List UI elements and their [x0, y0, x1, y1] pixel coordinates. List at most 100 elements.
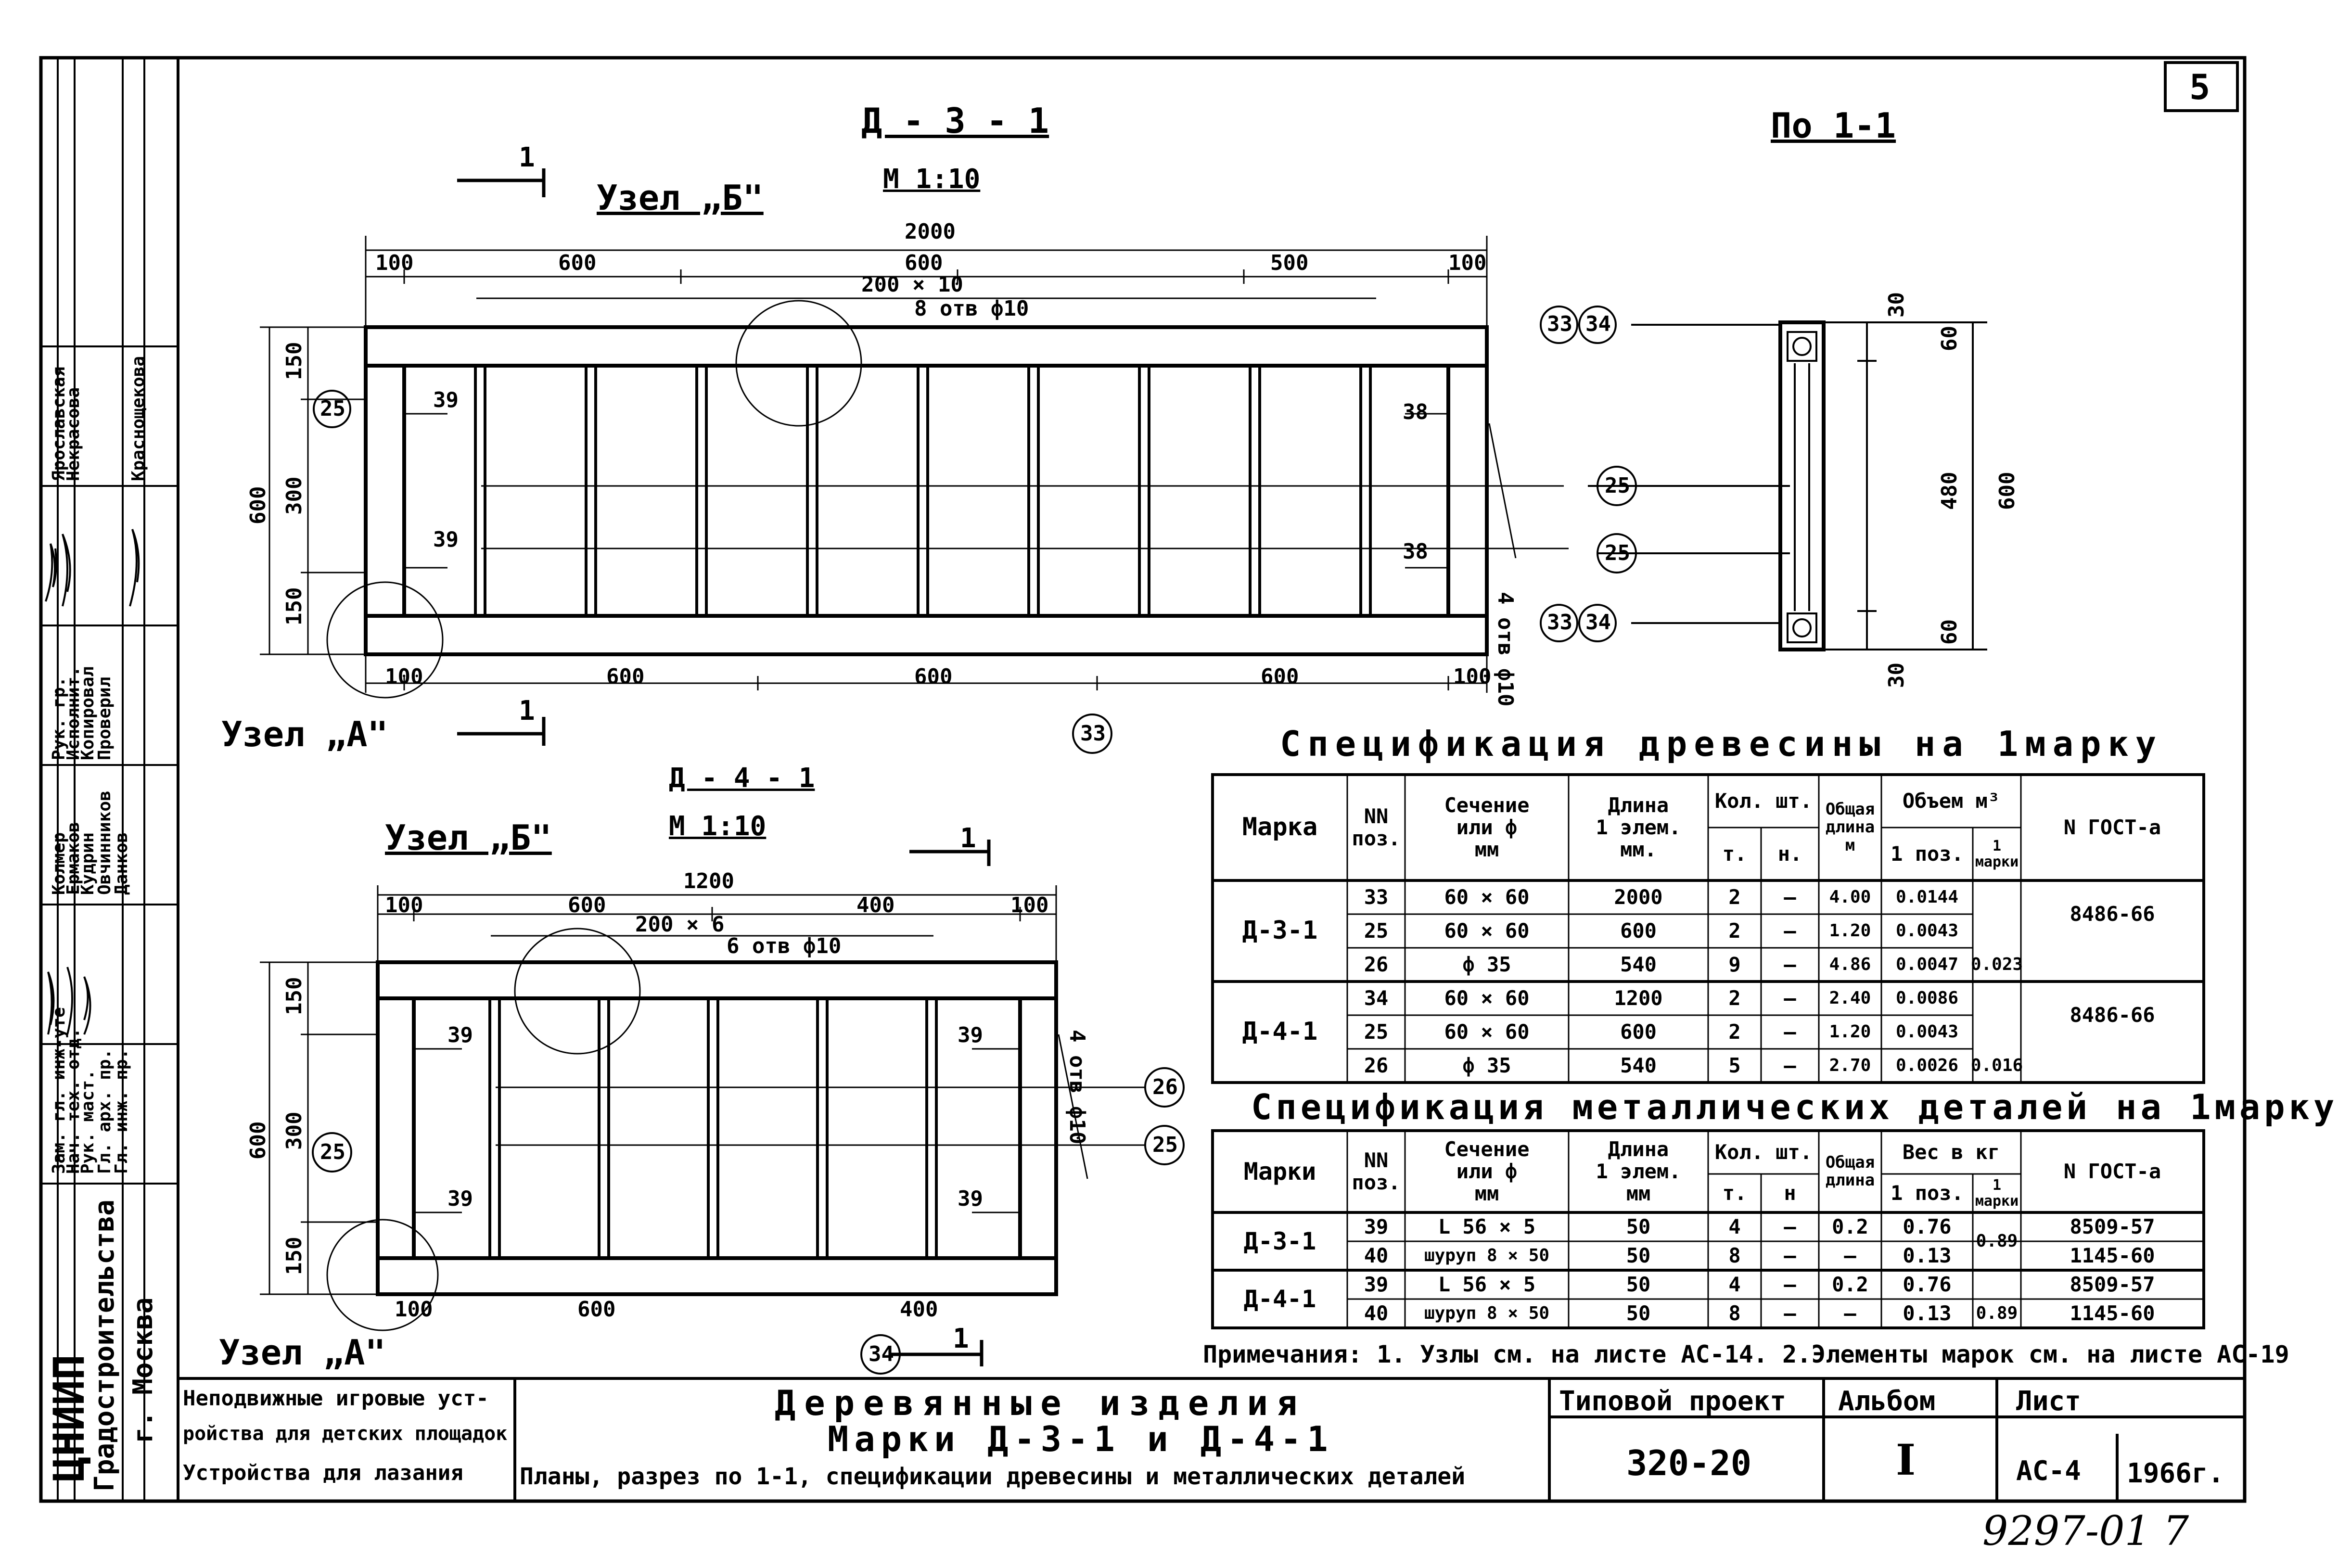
- wood-cell: 5: [1728, 1053, 1741, 1077]
- d31-dim-top-600: 600: [558, 251, 597, 275]
- d31-node-b-label: Узел „Б": [597, 178, 764, 218]
- wood-marka-d41: Д-4-1: [1242, 1017, 1318, 1046]
- wood-cell: 2: [1728, 885, 1741, 909]
- metal-cell: 1145-60: [2070, 1301, 2155, 1325]
- wood-cell: 600: [1620, 1020, 1657, 1044]
- d41-dim-bottom-600: 600: [577, 1297, 616, 1322]
- album-label: Альбом: [1838, 1386, 1936, 1417]
- d41-node-a-label: Узел „А": [219, 1332, 386, 1373]
- album-value: I: [1896, 1435, 1916, 1485]
- wood-header-volume: Объем м³: [1902, 789, 2000, 813]
- d31-title: Д - 3 - 1: [861, 101, 1049, 141]
- callout-25: 25: [1605, 541, 1630, 565]
- d41-node-b-label: Узел „Б": [385, 817, 552, 858]
- callout-39: 39: [958, 1186, 983, 1211]
- metal-total-d41: 0.89: [1976, 1303, 2018, 1324]
- wood-cell: 1.20: [1829, 1022, 1871, 1042]
- d41-cut-mark-top: 1: [960, 823, 976, 854]
- metal-cell: 8: [1728, 1301, 1741, 1325]
- callout-38: 38: [1403, 539, 1428, 564]
- metal-cell: 50: [1626, 1272, 1651, 1296]
- wood-cell: —: [1784, 986, 1796, 1010]
- wood-cell: 1.20: [1829, 921, 1871, 941]
- wood-cell: 0.0144: [1895, 887, 1959, 907]
- wood-cell: 1200: [1614, 986, 1663, 1010]
- metal-header-qty-t: т.: [1722, 1181, 1747, 1205]
- metal-cell: 0.2: [1832, 1214, 1868, 1238]
- metal-cell: 39: [1364, 1214, 1389, 1238]
- wood-header-qty: Кол. шт.: [1714, 789, 1813, 813]
- wood-cell: 2.40: [1829, 988, 1871, 1008]
- wood-cell: 4.00: [1829, 887, 1871, 907]
- project-label: Типовой проект: [1559, 1386, 1787, 1417]
- metal-cell: 4: [1728, 1214, 1741, 1238]
- wood-header-volume-pos: 1 поз.: [1891, 841, 1964, 866]
- metal-cell: —: [1784, 1301, 1796, 1325]
- metal-cell: 8509-57: [2070, 1272, 2155, 1296]
- wood-cell: 25: [1364, 1020, 1389, 1044]
- wood-cell: 9: [1728, 952, 1741, 976]
- project-value: 320-20: [1626, 1443, 1752, 1483]
- wood-cell: —: [1784, 885, 1796, 909]
- wood-header-gost: N ГОСТ-а: [2063, 815, 2161, 839]
- wood-gost-d31: 8486-66: [2070, 902, 2155, 926]
- metal-header-section: Сечение или ф мм: [1444, 1137, 1530, 1206]
- drawing-linework: [39, 56, 2247, 1503]
- metal-cell: шуруп 8 × 50: [1424, 1303, 1550, 1324]
- wood-header-qty-n: н.: [1777, 841, 1802, 866]
- wood-header-marka: Марка: [1242, 813, 1318, 842]
- archive-number: 9297-01 7: [1982, 1507, 2189, 1555]
- wood-cell: 60 × 60: [1444, 885, 1530, 909]
- wood-cell: 60 × 60: [1444, 1020, 1530, 1044]
- d31-dim-top-600b: 600: [905, 251, 943, 275]
- metal-cell: 50: [1626, 1214, 1651, 1238]
- title-left-line2: ройства для детских площадок: [183, 1423, 508, 1445]
- metal-cell: 0.13: [1903, 1243, 1952, 1267]
- metal-cell: 39: [1364, 1272, 1389, 1296]
- d31-dim-total: 2000: [905, 219, 956, 244]
- metal-cell: —: [1784, 1272, 1796, 1296]
- wood-cell: 2000: [1614, 885, 1663, 909]
- wood-cell: 2: [1728, 918, 1741, 943]
- wood-spec-title: Спецификация древесины на 1марку: [1280, 724, 2163, 764]
- callout-33: 33: [1080, 721, 1106, 746]
- wood-header-length: Длина 1 элем. мм.: [1596, 793, 1681, 862]
- metal-cell: —: [1784, 1214, 1796, 1238]
- metal-header-qty-n: н: [1784, 1181, 1796, 1205]
- wood-header-nn: NN поз.: [1352, 804, 1401, 850]
- d41-dim-bottom-400: 400: [900, 1297, 938, 1322]
- metal-cell: 0.76: [1903, 1214, 1952, 1238]
- wood-cell: —: [1784, 952, 1796, 976]
- metal-marka-d31: Д-3-1: [1243, 1227, 1316, 1255]
- metal-header-marka: Марки: [1243, 1157, 1316, 1186]
- notes: Примечания: 1. Узлы см. на листе АС-14. …: [1203, 1340, 2289, 1368]
- d31-dim-bottom-100: 100: [385, 664, 423, 689]
- callout-33: 33: [1547, 312, 1572, 336]
- signatures: [45, 529, 140, 1035]
- callout-39: 39: [958, 1023, 983, 1047]
- d31-cut-mark-top: 1: [519, 142, 535, 173]
- metal-cell: 1145-60: [2070, 1243, 2155, 1267]
- callout-33: 33: [1547, 610, 1572, 635]
- sheet-value: АС-4: [2016, 1455, 2081, 1487]
- metal-header-total-length: Общая длина: [1825, 1152, 1875, 1190]
- wood-cell: —: [1784, 1053, 1796, 1077]
- metal-cell: 50: [1626, 1243, 1651, 1267]
- wood-cell: 540: [1620, 1053, 1657, 1077]
- d31-dim-top-100b: 100: [1448, 251, 1487, 275]
- wood-cell: 60 × 60: [1444, 986, 1530, 1010]
- metal-cell: 0.2: [1832, 1272, 1868, 1296]
- title-left-line1: Неподвижные игровые уст-: [183, 1386, 489, 1411]
- d41-scale: М 1:10: [669, 811, 767, 842]
- wood-cell: 25: [1364, 918, 1389, 943]
- d41-cut-mark-bottom: 1: [953, 1323, 969, 1354]
- metal-header-weight: Вес в кг: [1902, 1140, 2000, 1164]
- callout-25: 25: [320, 396, 345, 421]
- wood-cell: 34: [1364, 986, 1389, 1010]
- callout-38: 38: [1403, 400, 1428, 424]
- wood-marka-d31: Д-3-1: [1242, 916, 1318, 945]
- callout-39: 39: [433, 388, 459, 412]
- wood-cell: —: [1784, 1020, 1796, 1044]
- metal-header-length: Длина 1 элем. мм: [1596, 1137, 1681, 1206]
- callout-25: 25: [1152, 1133, 1178, 1157]
